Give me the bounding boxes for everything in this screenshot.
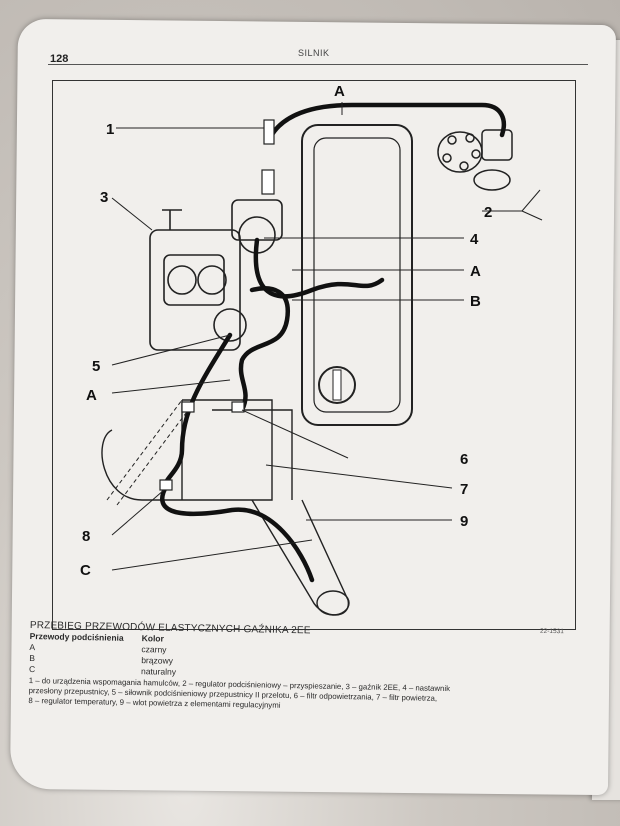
callout-7: 7 [460,481,468,498]
vacuum-hoses [160,102,507,583]
callout-a-top: A [334,83,345,100]
hose-b [238,286,291,413]
figure-frame [52,80,576,630]
row-color: naturalny [140,666,177,677]
col-header-color: Kolor [141,633,164,644]
callout-4: 4 [470,231,479,248]
callout-a-mid: A [470,263,481,280]
callout-a-low: A [86,387,97,404]
distributor [437,129,513,191]
row-color: czarny [141,644,167,655]
callout-c: C [80,562,91,579]
callout-5: 5 [92,358,100,375]
carburetor-hose-diagram: A 1 2 3 4 A B 5 A 6 7 9 8 C [80,83,543,616]
running-head: SILNIK [298,48,330,58]
valve-cover [301,124,413,426]
row-line: C [28,663,36,675]
callout-2: 2 [484,204,492,221]
page-number: 128 [50,53,69,65]
hose-c [160,482,315,583]
hose-a [253,237,385,299]
hose-a-top [267,102,507,141]
callout-3: 3 [100,189,108,206]
snorkel-tube [106,399,193,506]
callout-b: B [470,293,481,310]
callout-9: 9 [460,513,468,530]
callout-8: 8 [82,528,90,545]
figure-caption: PRZEBIEG PRZEWODÓW ELASTYCZNYCH GAŹNIKA … [28,620,590,717]
row-color: brązowy [141,655,173,666]
hose-fittings [159,119,275,491]
leader-lines [111,102,543,571]
carburetor [149,199,283,351]
header-rule [48,64,588,65]
hose-a-low [163,332,233,488]
air-filter [101,399,350,616]
callout-1: 1 [106,121,114,138]
callout-6: 6 [460,451,468,468]
